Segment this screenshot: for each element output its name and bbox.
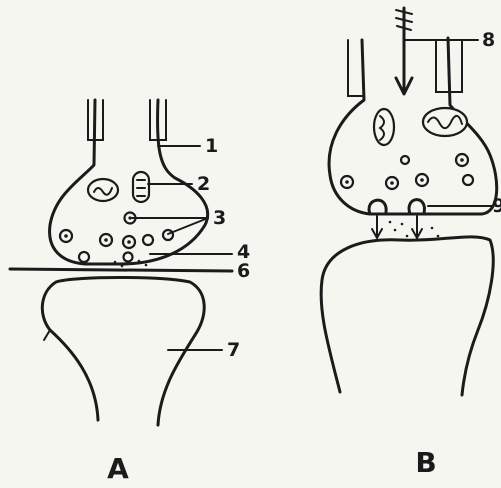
label-8: 8 <box>482 29 495 51</box>
presynaptic-terminal-b <box>329 38 497 214</box>
postsynaptic-membrane-b <box>321 237 493 395</box>
vesicle-a8 <box>163 230 173 240</box>
label-3: 3 <box>213 207 226 229</box>
release-arrow-1 <box>372 216 382 238</box>
impulse-hatching <box>396 10 412 30</box>
exocytosis-vesicle-1 <box>369 200 386 214</box>
postsynaptic-membrane-a <box>42 278 204 426</box>
label-6: 6 <box>237 260 250 282</box>
label-7: 7 <box>227 339 240 361</box>
synaptic-cleft-line <box>10 269 232 271</box>
vesicle-a6 <box>79 252 89 262</box>
neurotransmitter-b <box>389 221 440 238</box>
release-arrow-2 <box>412 216 422 238</box>
vesicle-b1 <box>401 156 409 164</box>
vesicle-a5 <box>143 235 153 245</box>
label-2: 2 <box>197 173 210 195</box>
mitochondrion-b1 <box>374 109 394 145</box>
exocytosis-vesicle-2 <box>409 200 424 214</box>
vesicle-b6 <box>463 175 473 185</box>
panel-label-b: B <box>415 446 436 479</box>
mitochondrion-a1 <box>88 179 118 201</box>
panel-a: 1 2 3 4 6 7 A <box>10 100 250 485</box>
label-9: 9 <box>492 195 501 217</box>
label-1: 1 <box>205 135 218 157</box>
axon-inner-left-b <box>348 40 362 96</box>
panel-label-a: A <box>107 452 129 485</box>
panel-b: 8 <box>321 8 501 479</box>
vesicle-a7 <box>124 253 133 262</box>
postsynaptic-edge-mark <box>44 330 50 340</box>
